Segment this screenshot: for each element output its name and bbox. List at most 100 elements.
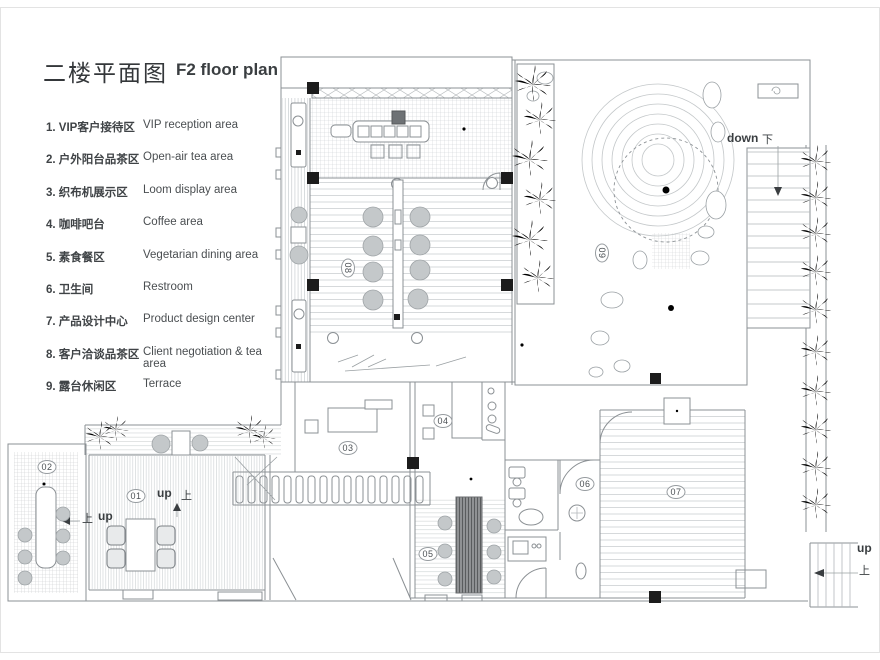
raked-gravel — [581, 83, 735, 237]
down-label-en: down — [727, 131, 759, 145]
legend-zh: 露台休闲区 — [58, 381, 117, 394]
legend-en: Client negotiation & tea area — [143, 345, 262, 370]
legend-num: 5. — [46, 251, 56, 264]
up-arrow-icon — [173, 503, 181, 511]
columns — [307, 82, 661, 603]
legend-en: Terrace — [143, 378, 182, 391]
toilet — [575, 562, 587, 580]
scroll-ornament-icon — [771, 86, 781, 95]
legend-item-7: 7. 产品设计中心 Product design center — [46, 312, 286, 344]
legend-en: Loom display area — [143, 183, 237, 196]
legend-zh: 户外阳台品茶区 — [58, 154, 140, 167]
terrace-garden — [512, 63, 735, 378]
legend-num: 8. — [46, 348, 56, 361]
stairs-up-right — [814, 543, 858, 607]
legend-num: 7. — [46, 316, 56, 329]
up-label-en-1: up — [157, 486, 172, 500]
area-label-01: 01 — [126, 489, 146, 503]
loom-benches — [289, 102, 309, 373]
up-label-zh-1: 上 — [181, 490, 192, 502]
page-title-en: F2 floor plan — [176, 60, 278, 79]
legend-num: 1. — [46, 122, 56, 134]
legend-zh: 产品设计中心 — [58, 316, 128, 329]
balcony-table — [35, 486, 57, 569]
legend-en: Restroom — [143, 280, 193, 293]
roof-truss — [311, 87, 513, 99]
up-arrow-right-icon — [814, 569, 824, 577]
legend-num: 6. — [46, 283, 56, 296]
area-label-06: 06 — [575, 477, 595, 491]
page-title-zh: 二楼平面图 — [43, 61, 168, 86]
legend: 1. VIP客户接待区 VIP reception area 2. 户外阳台品茶区… — [46, 118, 286, 410]
area-label-02: 02 — [37, 460, 57, 474]
legend-num: 9. — [46, 381, 56, 394]
legend-zh: 素食餐区 — [58, 251, 105, 264]
legend-item-5: 5. 素食餐区 Vegetarian dining area — [46, 248, 286, 280]
stove-block — [391, 110, 406, 125]
tea-tables — [337, 172, 501, 372]
legend-zh: VIP客户接待区 — [58, 122, 135, 134]
down-label-zh: 下 — [762, 134, 773, 146]
planter-bed — [516, 63, 555, 305]
terrace-tree-2 — [628, 265, 714, 351]
coffee-area-furniture — [422, 387, 501, 440]
tea-bar-equipment — [330, 110, 430, 159]
legend-en: VIP reception area — [143, 119, 239, 131]
area-label-09: 09 — [595, 243, 609, 263]
up-label-zh-3: 上 — [859, 565, 870, 577]
terrace-tree-1 — [614, 138, 718, 242]
restroom-fixtures — [505, 459, 595, 599]
ornament-panel — [757, 83, 799, 99]
long-table — [455, 496, 483, 594]
rocks — [526, 71, 727, 378]
terrace-grid-patch — [652, 233, 690, 269]
walls — [7, 56, 858, 608]
down-arrow-icon — [774, 187, 782, 196]
legend-num: 4. — [46, 219, 56, 232]
design-center-floor — [600, 412, 745, 598]
floor-hatching — [14, 59, 811, 598]
legend-item-6: 6. 卫生间 Restroom — [46, 280, 286, 312]
up-label-en-2: up — [98, 509, 113, 523]
dining-furniture — [437, 496, 502, 594]
facade-ticks — [275, 147, 282, 380]
legend-en: Coffee area — [143, 216, 203, 229]
stairs-down — [747, 86, 810, 319]
legend-zh: 卫生间 — [58, 283, 94, 296]
legend-zh: 客户洽谈品茶区 — [58, 348, 140, 361]
legend-item-4: 4. 咖啡吧台 Coffee area — [46, 215, 286, 247]
area-label-05: 05 — [418, 547, 438, 561]
area-label-04: 04 — [433, 414, 453, 428]
coffee-counter — [451, 381, 483, 439]
legend-zh: 织布机展示区 — [58, 186, 128, 199]
door-arc — [482, 172, 501, 191]
legend-en: Vegetarian dining area — [143, 248, 259, 261]
spine-wall — [392, 179, 404, 329]
sketch-marks — [337, 354, 467, 372]
legend-num: 2. — [46, 154, 56, 167]
loom-display-furniture — [234, 399, 424, 504]
walkway-planters — [85, 415, 276, 456]
legend-en: Product design center — [143, 313, 255, 326]
door-arc — [599, 411, 633, 445]
negotiation-area-floor — [310, 180, 512, 335]
area-label-08: 08 — [341, 258, 355, 278]
door-arc — [559, 459, 595, 495]
vip-table — [125, 518, 156, 572]
bar-island — [352, 120, 430, 143]
legend-item-1: 1. VIP客户接待区 VIP reception area — [46, 118, 286, 150]
up-label-en-3: up — [857, 541, 872, 555]
legend-zh: 咖啡吧台 — [58, 219, 105, 232]
sink — [518, 508, 544, 526]
area-label-03: 03 — [338, 441, 358, 455]
basin — [568, 504, 586, 522]
legend-item-9: 9. 露台休闲区 Terrace — [46, 377, 286, 409]
door-arc — [515, 567, 547, 599]
vip-furniture — [62, 503, 181, 572]
up-label-zh-2: 上 — [82, 513, 93, 525]
balcony-furniture — [17, 486, 71, 586]
